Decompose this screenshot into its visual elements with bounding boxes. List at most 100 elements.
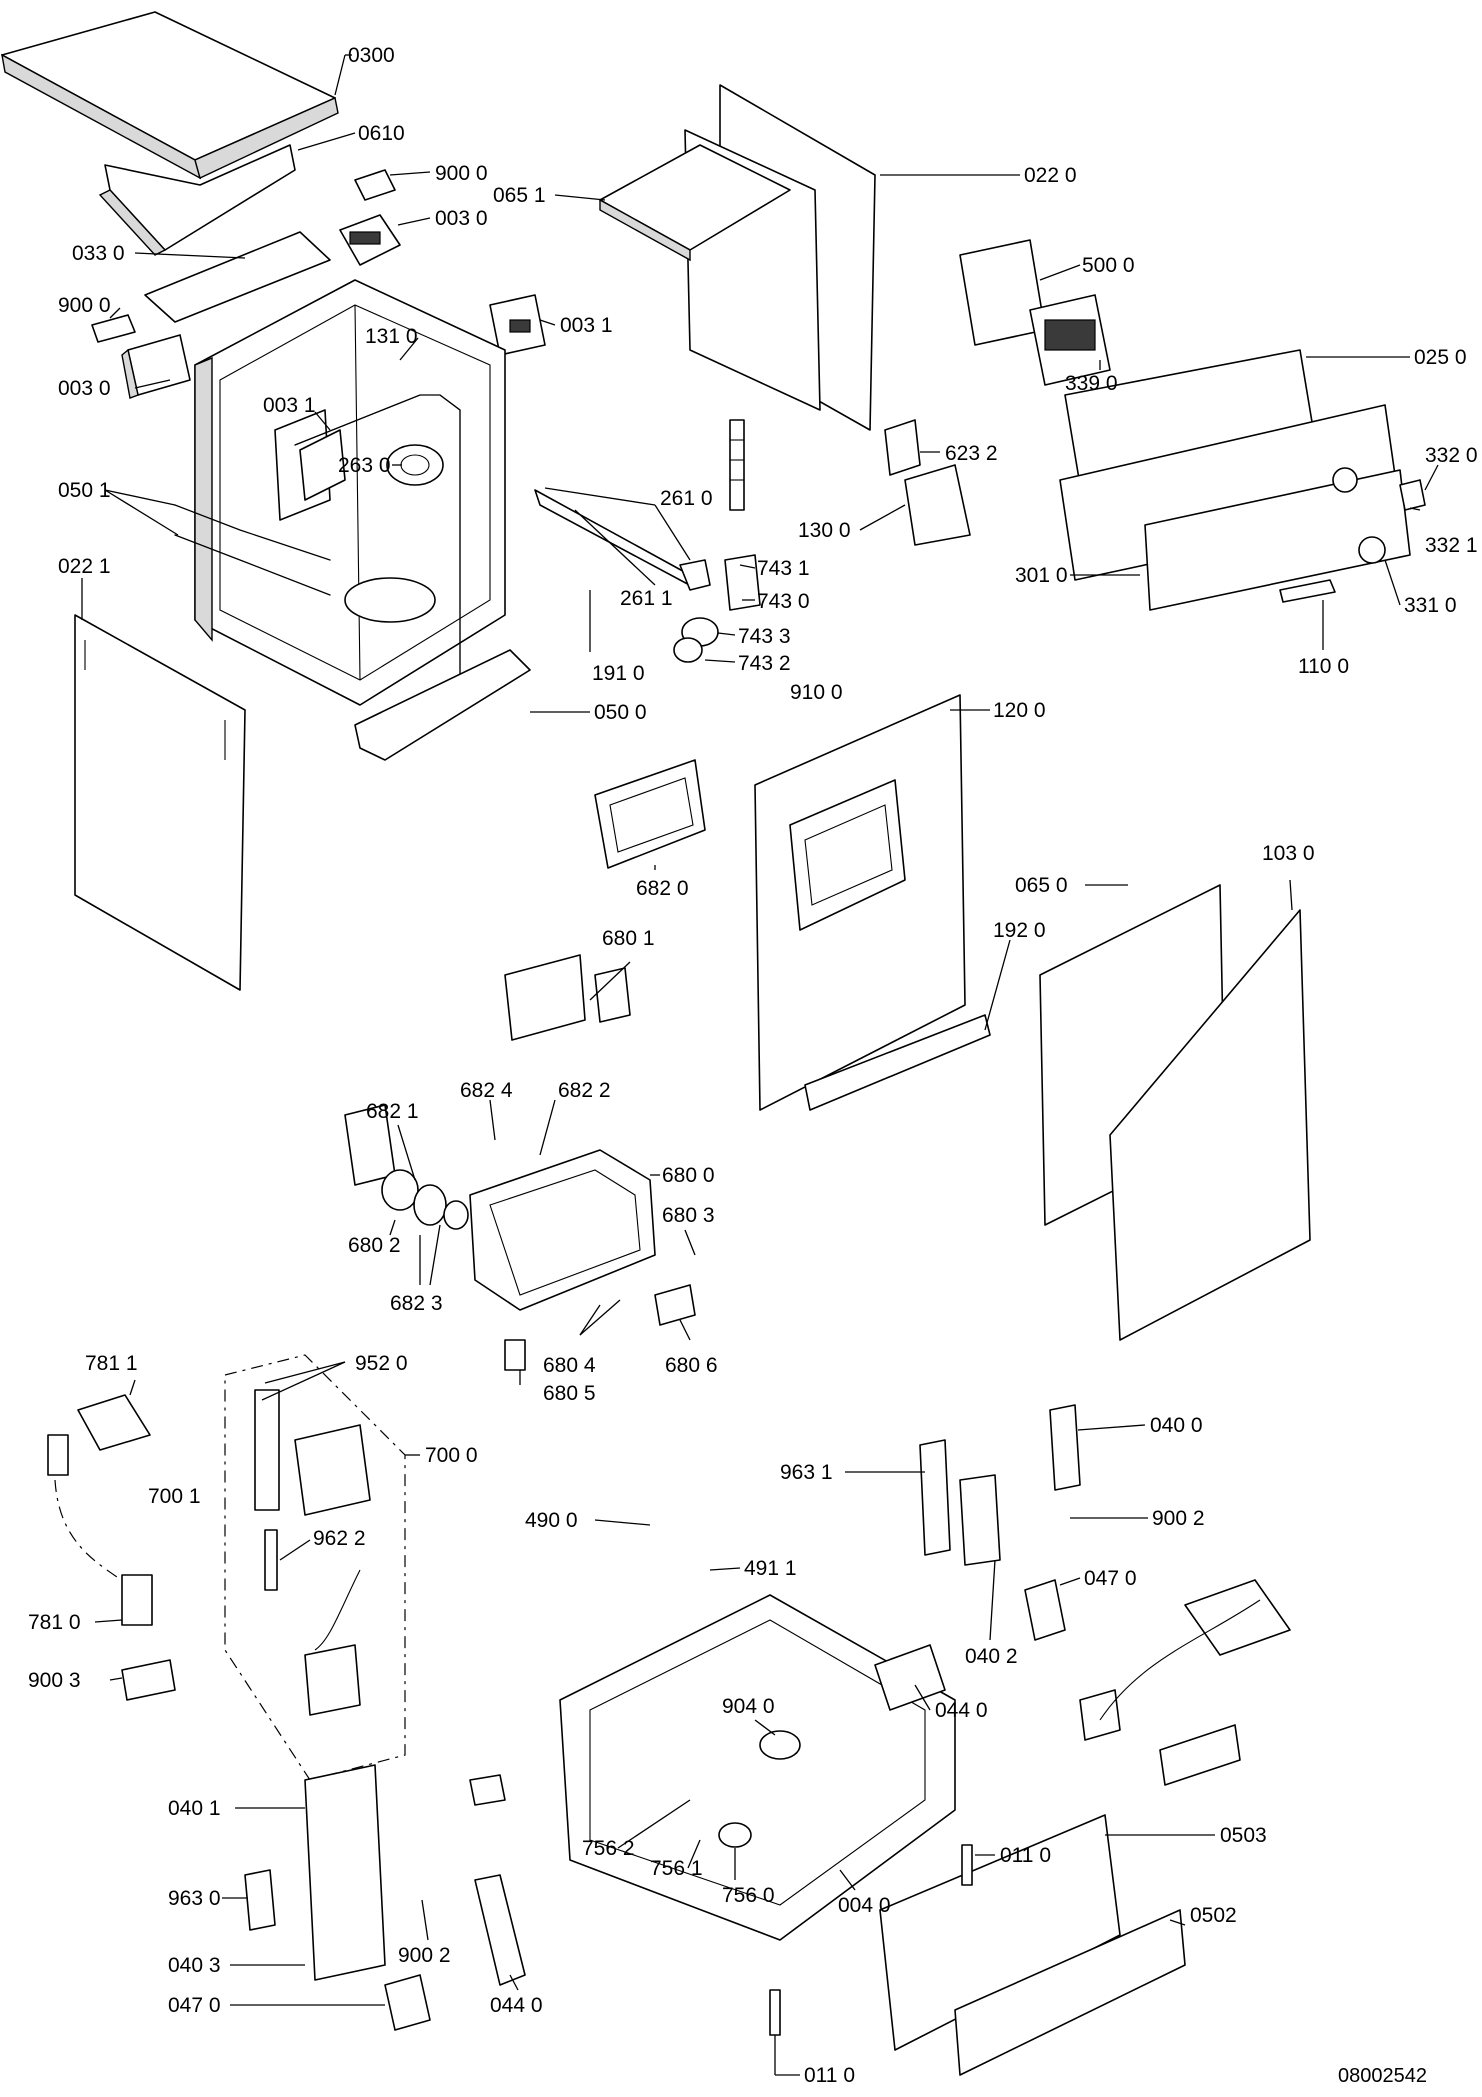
part-label: 004 0	[838, 1894, 891, 1917]
mounting-brackets-left	[244, 1764, 526, 2031]
part-label: 261 0	[660, 487, 713, 510]
outer-door-panels	[1039, 884, 1311, 1341]
part-label: 0300	[348, 44, 395, 67]
part-label: 743 2	[738, 652, 791, 675]
part-label: 011 0	[1000, 1844, 1051, 1867]
worktop-part	[1, 11, 339, 256]
part-label: 680 3	[662, 1204, 715, 1227]
part-label: 700 0	[425, 1444, 478, 1467]
drain-hose	[47, 1394, 176, 1701]
part-label: 103 0	[1262, 842, 1315, 865]
part-label: 781 1	[85, 1352, 138, 1375]
base-pan	[559, 1594, 956, 1941]
brackets-top	[91, 169, 546, 399]
part-label: 003 0	[58, 377, 111, 400]
part-label: 900 0	[58, 294, 111, 317]
part-label: 900 3	[28, 1669, 81, 1692]
part-label: 0610	[358, 122, 405, 145]
screws	[769, 1844, 973, 2036]
part-label: 680 0	[662, 1164, 715, 1187]
part-label: 192 0	[993, 919, 1046, 942]
part-label: 130 0	[798, 519, 851, 542]
part-label: 0502	[1190, 1904, 1237, 1927]
part-label: 743 3	[738, 625, 791, 648]
control-panel	[1059, 404, 1426, 611]
leader-lines	[81, 54, 1439, 2076]
pump-column	[673, 419, 761, 663]
tub-bottom-trim	[354, 649, 531, 761]
part-label: 003 1	[560, 314, 613, 337]
wiring-harness	[1079, 1579, 1291, 1786]
part-label: 756 0	[722, 1884, 775, 1907]
mounting-brackets-right	[874, 1404, 1081, 1711]
part-label: 003 0	[435, 207, 488, 230]
part-label: 963 1	[780, 1461, 833, 1484]
water-inlet-assembly	[224, 1354, 406, 1781]
part-label: 682 4	[460, 1079, 513, 1102]
part-label: 131 0	[365, 325, 418, 348]
filter-assembly	[504, 954, 631, 1041]
part-label: 040 2	[965, 1645, 1018, 1668]
part-label: 682 0	[636, 877, 689, 900]
back-panel	[599, 84, 876, 431]
part-label: 743 0	[757, 590, 810, 613]
tub-frame	[174, 279, 506, 721]
part-label: 040 0	[1150, 1414, 1203, 1437]
part-number-labels: 0300 0610 900 0 003 0 033 0 900 0 003 0 …	[28, 44, 1478, 2087]
part-label: 500 0	[1082, 254, 1135, 277]
part-label: 900 0	[435, 162, 488, 185]
part-label: 044 0	[490, 1994, 543, 2017]
part-label: 781 0	[28, 1611, 81, 1634]
detergent-dispenser	[344, 1104, 696, 1371]
part-label: 033 0	[72, 242, 125, 265]
inner-door	[754, 694, 991, 1111]
part-label: 700 1	[148, 1485, 201, 1508]
part-label: 040 3	[168, 1954, 221, 1977]
part-label: 332 0	[1425, 444, 1478, 467]
part-label: 261 1	[620, 587, 673, 610]
part-label: 680 1	[602, 927, 655, 950]
part-label: 680 2	[348, 1234, 401, 1257]
part-label: 332 1	[1425, 534, 1478, 557]
door-lock	[884, 419, 971, 546]
part-label: 044 0	[935, 1699, 988, 1722]
part-label: 047 0	[1084, 1567, 1137, 1590]
part-drawings	[1, 11, 1426, 2076]
part-label: 682 1	[366, 1100, 419, 1123]
part-label: 680 5	[543, 1382, 596, 1405]
part-label: 065 1	[493, 184, 546, 207]
part-label: 0503	[1220, 1824, 1267, 1847]
part-label: 952 0	[355, 1352, 408, 1375]
part-label: 623 2	[945, 442, 998, 465]
part-label: 756 1	[650, 1857, 703, 1880]
document-number: 08002542	[1338, 2065, 1427, 2087]
part-label: 904 0	[722, 1695, 775, 1718]
detergent-gasket	[594, 759, 706, 869]
part-label: 682 3	[390, 1292, 443, 1315]
part-label: 022 1	[58, 555, 111, 578]
part-label: 491 1	[744, 1557, 797, 1580]
part-label: 065 0	[1015, 874, 1068, 897]
part-label: 047 0	[168, 1994, 221, 2017]
side-panel-left	[74, 614, 246, 991]
part-label: 003 1	[263, 394, 316, 417]
part-label: 331 0	[1404, 594, 1457, 617]
part-label: 900 2	[1152, 1507, 1205, 1530]
part-label: 191 0	[592, 662, 645, 685]
part-label: 040 1	[168, 1797, 221, 1820]
part-label: 910 0	[790, 681, 843, 704]
part-label: 900 2	[398, 1944, 451, 1967]
spray-arm	[534, 489, 711, 591]
part-label: 962 2	[313, 1527, 366, 1550]
part-label: 490 0	[525, 1509, 578, 1532]
part-label: 680 6	[665, 1354, 718, 1377]
kick-plates	[879, 1814, 1186, 2076]
part-label: 011 0	[804, 2064, 855, 2087]
part-label: 743 1	[757, 557, 810, 580]
part-label: 022 0	[1024, 164, 1077, 187]
part-label: 301 0	[1015, 564, 1068, 587]
part-label: 963 0	[168, 1887, 221, 1910]
part-label: 682 2	[558, 1079, 611, 1102]
part-label: 120 0	[993, 699, 1046, 722]
